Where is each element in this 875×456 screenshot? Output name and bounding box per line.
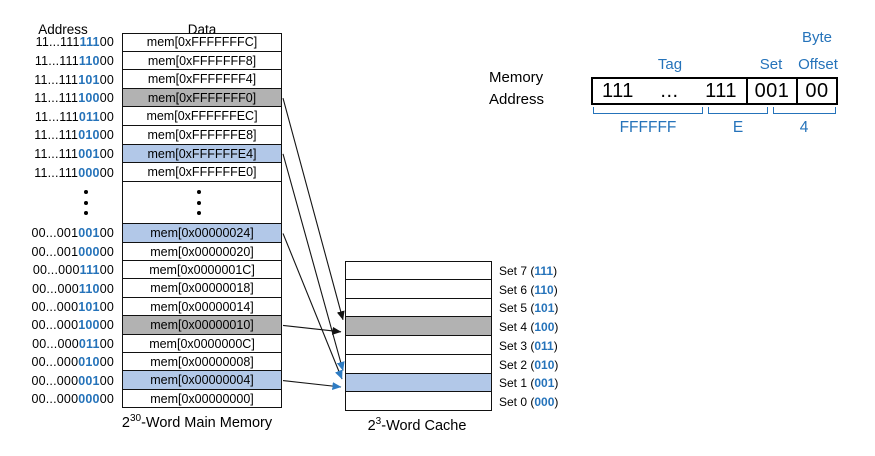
memory-address-label: 11...11101000 (34, 128, 114, 143)
memory-address-label: 11...11100000 (34, 165, 114, 180)
cache-set-label: Set 5 (101) (499, 301, 559, 316)
memory-data-cell: mem[0x0000001C] (122, 261, 282, 280)
memory-address-label: 11...11101100 (34, 109, 114, 124)
cache-set-row (345, 299, 492, 318)
cache-set-label: Set 2 (010) (499, 357, 559, 372)
arrow-mem[0x00000024]-to-set1 (282, 233, 343, 380)
cache-set-label: Set 0 (000) (499, 395, 559, 410)
byte-offset-field-value: 00 (805, 79, 829, 102)
cache-set-row (345, 355, 492, 374)
memory-data-cell: mem[0x00000018] (122, 279, 282, 298)
memory-data-cell: mem[0xFFFFFFE0] (122, 163, 282, 182)
caption-base: 2 (121, 414, 130, 431)
memory-address-label: 00...00010000 (31, 318, 114, 333)
tag-hex-brace (593, 107, 703, 114)
memory-address-label-line1: Memory (489, 69, 544, 86)
memory-data-cell: mem[0xFFFFFFE8] (122, 126, 282, 145)
memory-address-label: 00...00000000 (31, 392, 114, 406)
arrow-mem[0x00000004]-to-set1 (282, 380, 342, 391)
memory-data-cell: mem[0xFFFFFFF0] (122, 88, 282, 108)
memory-address-label: 00...00000100 (31, 373, 114, 388)
tag-field-label: Tag (657, 56, 683, 73)
memory-data-cell: mem[0xFFFFFFE4] (122, 144, 282, 164)
offset-hex-label: 4 (799, 119, 809, 136)
memory-data-cell: mem[0x0000000C] (122, 335, 282, 353)
memory-data-cell: mem[0x00000008] (122, 353, 282, 372)
memory-address-label: 00...00011100 (32, 263, 114, 278)
caption-suffix: -Word Cache (381, 417, 467, 434)
cache-set-row (345, 261, 492, 280)
memory-data-cell: mem[0xFFFFFFF8] (122, 52, 282, 71)
cache-set-row (345, 373, 492, 393)
byte-offset-field-label-line2: Offset (798, 56, 838, 73)
arrow-mem[0xFFFFFFE4]-to-set1 (282, 153, 345, 371)
memory-address-label: 00...00011000 (32, 281, 114, 296)
set-hex-label: E (732, 119, 744, 136)
memory-data-cell: mem[0x00000010] (122, 316, 282, 335)
memory-data-cell: mem[0x00000000] (150, 391, 254, 406)
byte-offset-field-label-line1: Byte (801, 29, 833, 46)
address-ellipsis-dots (81, 190, 91, 215)
memory-address-label: 00...00100100 (31, 226, 114, 241)
memory-data-cell: mem[0x00000024] (122, 224, 282, 243)
memory-data-cell: mem[0xFFFFFFEC] (122, 107, 282, 126)
offset-hex-brace (773, 107, 836, 114)
e-hex-brace (708, 107, 768, 114)
memory-address-label: 11...11110100 (34, 72, 114, 87)
main-memory-caption: 230-Word Main Memory (122, 413, 272, 431)
cache-set-label: Set 7 (111) (499, 263, 558, 278)
tag-ellipsis: ... (660, 79, 679, 102)
memory-data-cell: mem[0x00000020] (122, 243, 282, 261)
set-field-label: Set (759, 56, 783, 73)
memory-address-field-box: 111 ... 111 001 00 (591, 77, 838, 105)
tag-bits-left: 111 (602, 79, 634, 102)
cache-set-row (345, 280, 492, 299)
tag-hex-label: FFFFFF (619, 119, 677, 136)
memory-address-column-header: Address (38, 22, 88, 37)
memory-address-label: 11...11111000 (34, 53, 114, 68)
arrow-mem[0xFFFFFFF0]-to-set4 (282, 97, 345, 321)
data-ellipsis-dots (194, 190, 204, 215)
memory-address-label: 11...11100100 (34, 146, 114, 161)
memory-ellipsis-gap (122, 182, 282, 225)
caption-exponent: 30 (129, 413, 142, 424)
cache-set-row (345, 317, 492, 336)
arrow-mem[0x00000010]-to-set4 (282, 324, 342, 335)
tag-field-value: 111 ... 111 (593, 79, 748, 103)
set-field-value: 001 (748, 79, 798, 103)
cache-set-label: Set 4 (100) (499, 320, 559, 335)
cache-set-label: Set 1 (001) (499, 376, 559, 391)
cache-caption: 23-Word Cache (368, 416, 467, 434)
memory-address-label: 11...11110000 (34, 91, 114, 106)
memory-data-cell: mem[0x00000014] (122, 298, 282, 317)
memory-address-label: 00...00001000 (31, 355, 114, 370)
cache-set-label: Set 6 (110) (499, 282, 558, 297)
memory-data-cell: mem[0x00000004] (122, 371, 282, 390)
memory-address-label: 00...00010100 (31, 300, 114, 314)
caption-exponent: 3 (375, 416, 382, 427)
cache-set-label: Set 3 (011) (499, 338, 558, 353)
memory-address-label: 00...00100000 (31, 244, 114, 259)
memory-address-label: 11...11111100 (35, 35, 114, 50)
memory-data-cell: mem[0xFFFFFFF4] (122, 70, 282, 89)
caption-suffix: -Word Main Memory (141, 414, 273, 431)
tag-bits-right: 111 (705, 79, 737, 102)
memory-data-cell: mem[0xFFFFFFFC] (122, 33, 282, 52)
memory-address-label-line2: Address (489, 91, 545, 108)
caption-base: 2 (367, 417, 376, 434)
cache-set-row (345, 392, 492, 411)
cache-set-row (345, 336, 492, 355)
memory-address-label: 00...00001100 (32, 336, 114, 351)
